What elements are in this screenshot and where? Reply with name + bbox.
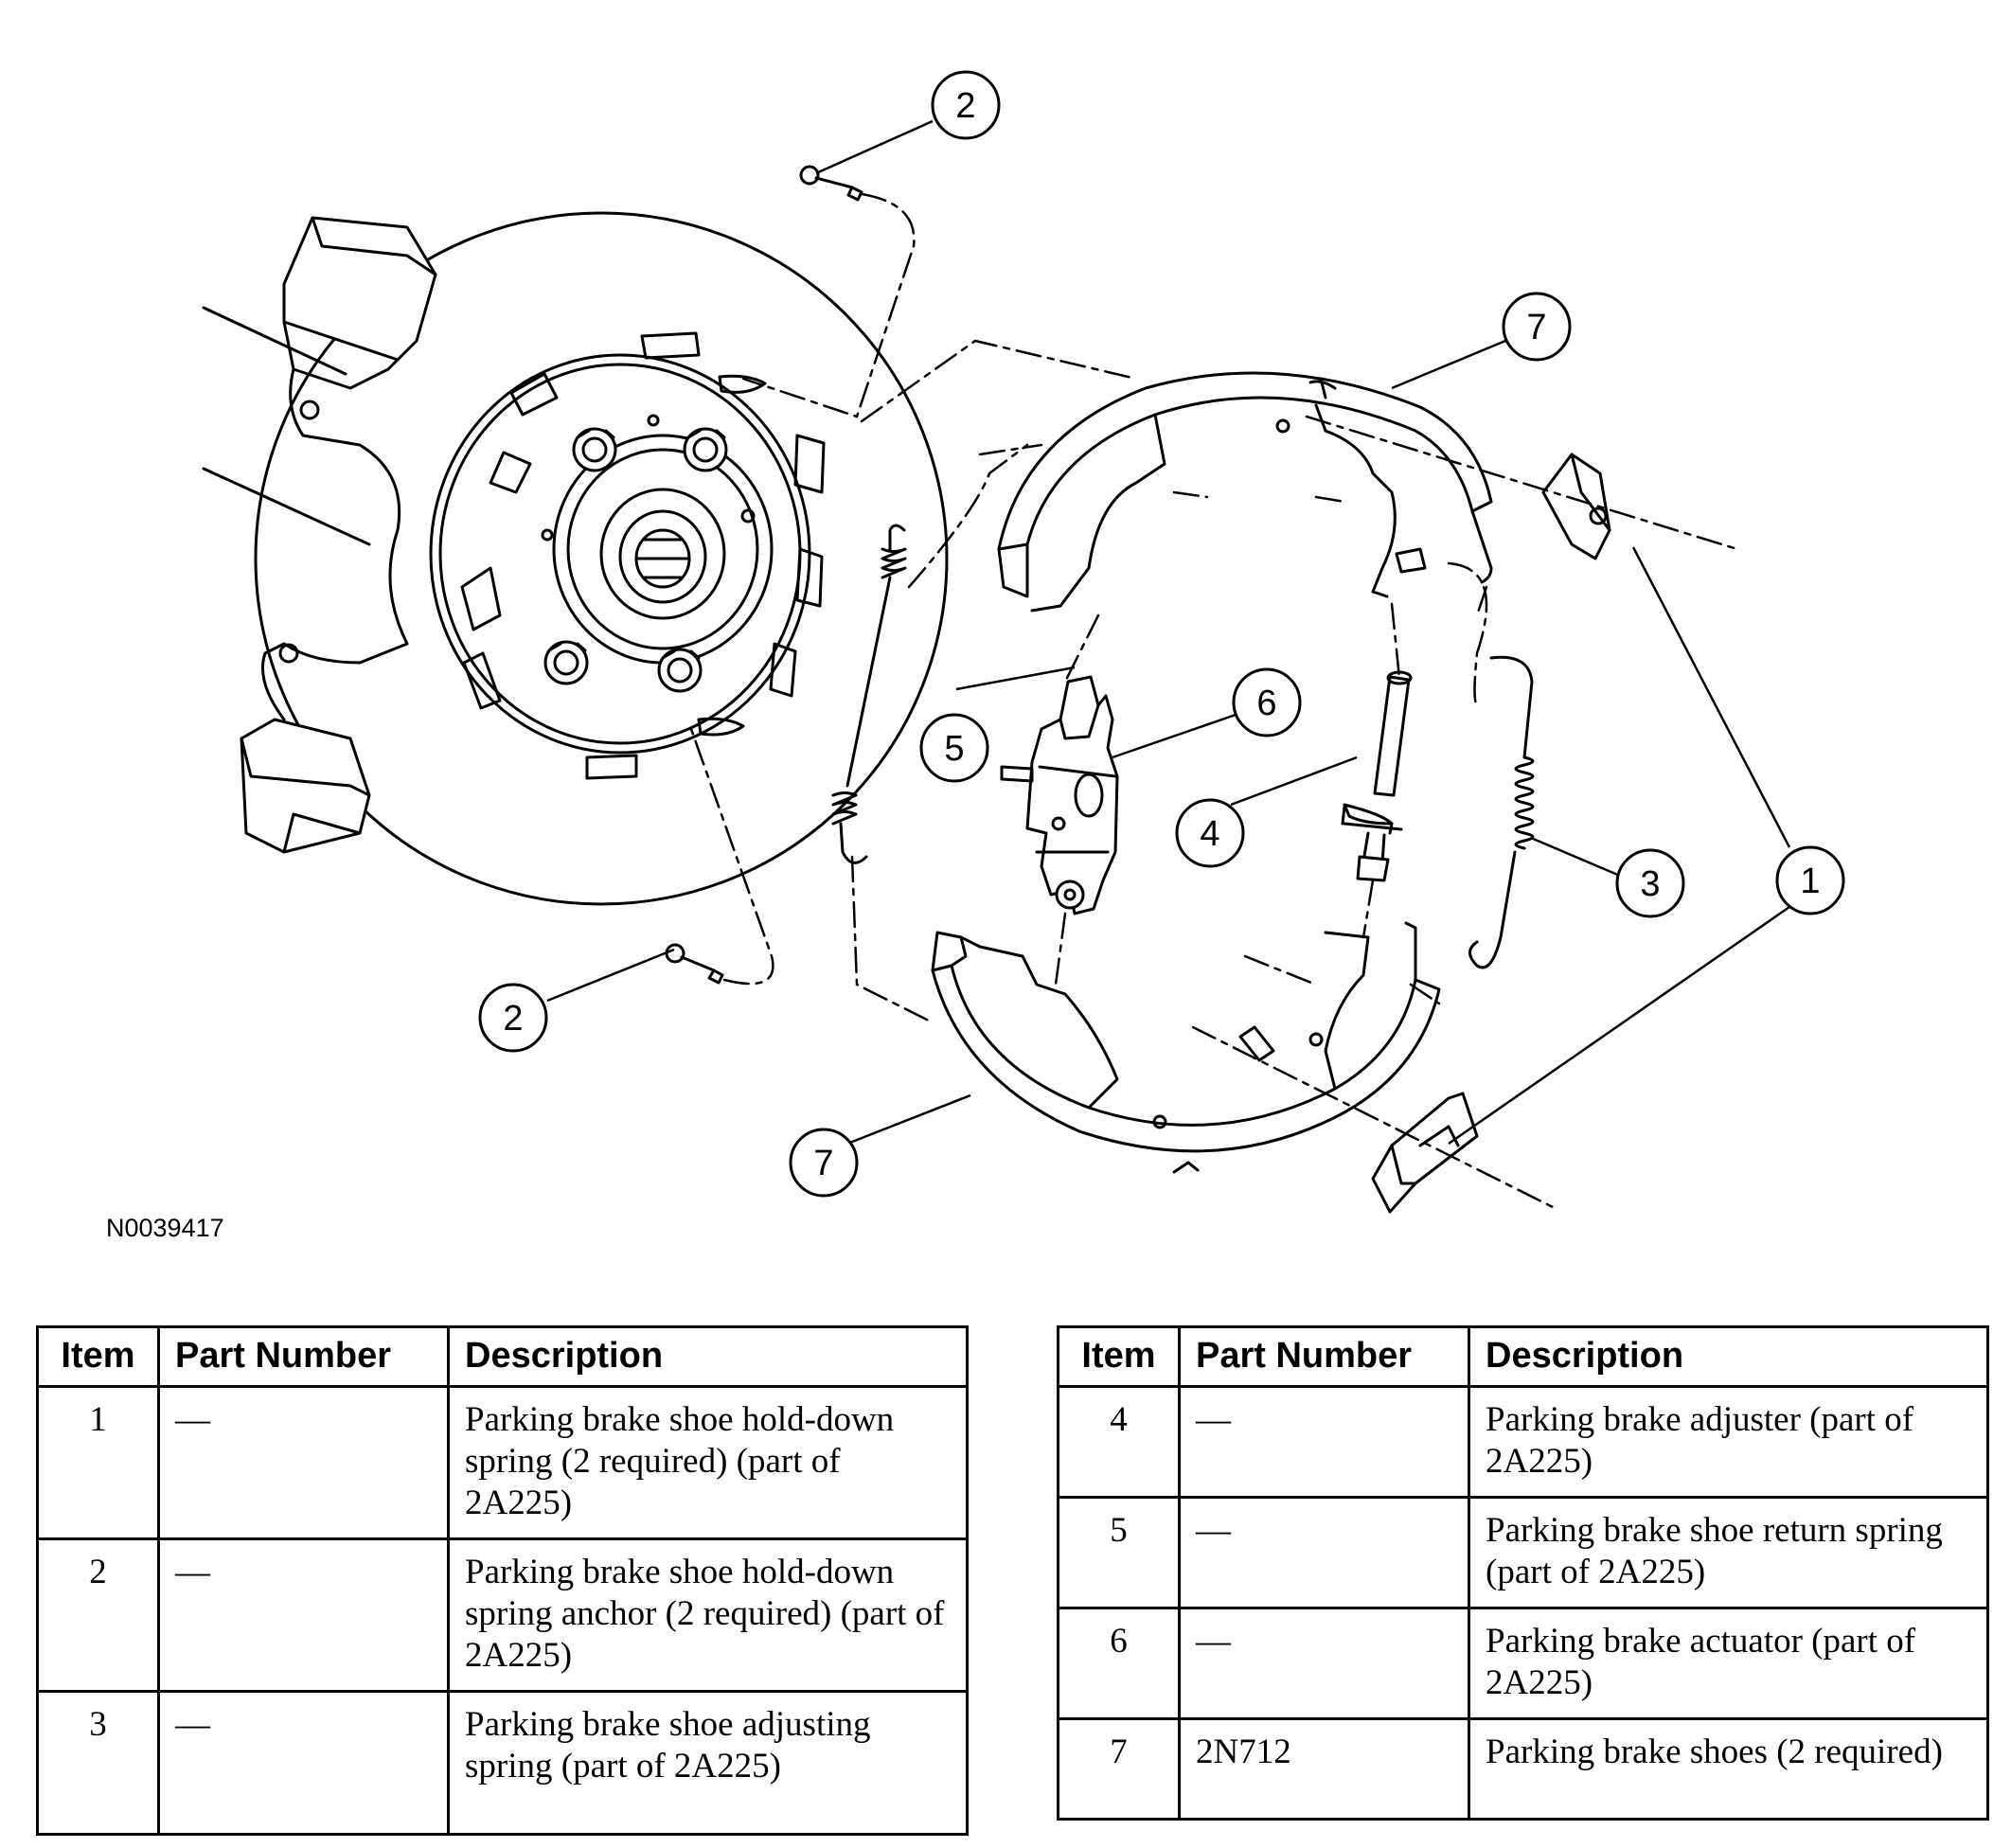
cell-item: 7 [1057,1717,1181,1821]
cell-item: 6 [1057,1607,1181,1720]
hold-down-spring-anchor-bottom [665,943,724,985]
table-row: 6 — Parking brake actuator (part of 2A22… [1057,1607,1989,1720]
table-row: 5 — Parking brake shoe return spring (pa… [1057,1496,1989,1609]
cell-description: Parking brake actuator (part of 2A225) [1468,1607,1989,1720]
table-header-row: Item Part Number Description [1057,1325,1989,1388]
column-header-item: Item [36,1325,160,1388]
cell-item: 2 [36,1537,160,1693]
cell-part-number: — [157,1690,450,1836]
column-header-part-number: Part Number [1178,1325,1470,1388]
table-row: 4 — Parking brake adjuster (part of 2A22… [1057,1385,1989,1499]
parts-table-left: Item Part Number Description 1 — Parking… [36,1325,969,1836]
svg-text:4: 4 [1200,814,1219,854]
exploded-view-diagram: 2 7 6 5 4 3 1 2 7 1 [202,70,1845,1214]
callout-bubble-1: 1 [1775,845,1845,915]
callout-bubble-7-bottom: 7 [789,1128,859,1198]
steering-knuckle [202,216,437,854]
backing-plate-slots [460,331,826,780]
cell-description: Parking brake shoes (2 required) [1468,1717,1989,1821]
column-header-item: Item [1057,1325,1181,1388]
callout-bubble-2-top: 2 [931,70,1001,140]
column-header-part-number: Part Number [157,1325,450,1388]
table-row: 1 — Parking brake shoe hold-down spring … [36,1385,969,1540]
callout-bubble-6: 6 [1232,667,1302,737]
parking-brake-shoe-lower [931,921,1441,1174]
cell-part-number: — [1178,1385,1470,1499]
cell-part-number: — [1178,1607,1470,1720]
svg-text:5: 5 [944,729,964,769]
cell-part-number: — [1178,1496,1470,1609]
svg-text:2: 2 [503,999,523,1039]
parking-brake-actuator [1000,675,1119,915]
table-row: 3 — Parking brake shoe adjusting spring … [36,1690,969,1836]
cell-description: Parking brake shoe hold-down spring anch… [447,1537,969,1693]
cell-part-number: 2N712 [1178,1717,1470,1821]
table-header-row: Item Part Number Description [36,1325,969,1388]
cell-item: 4 [1057,1385,1181,1499]
cell-description: Parking brake shoe hold-down spring (2 r… [447,1385,969,1540]
cell-description: Parking brake shoe return spring (part o… [1468,1496,1989,1609]
svg-text:3: 3 [1640,864,1660,904]
column-header-description: Description [1468,1325,1989,1388]
parking-brake-adjuster [1341,670,1413,882]
svg-text:6: 6 [1256,684,1276,723]
callout-bubble-7-top: 7 [1502,292,1572,362]
cell-description: Parking brake adjuster (part of 2A225) [1468,1385,1989,1499]
hold-down-spring-upper [1541,453,1611,560]
callout-bubble-2-bottom: 2 [478,983,548,1053]
parking-brake-shoe-adjusting-spring [1468,655,1535,969]
cell-item: 3 [36,1690,160,1836]
callout-bubble-3: 3 [1615,848,1685,918]
cell-part-number: — [157,1385,450,1540]
parts-table-right: Item Part Number Description 4 — Parking… [1057,1325,1989,1821]
wheel-studs [541,414,756,693]
cell-item: 1 [36,1385,160,1540]
cell-item: 5 [1057,1496,1181,1609]
callout-bubble-4: 4 [1175,798,1245,868]
cell-part-number: — [157,1537,450,1693]
callout-bubble-5: 5 [919,713,989,783]
svg-text:2: 2 [955,86,975,126]
table-row: 7 2N712 Parking brake shoes (2 required) [1057,1717,1989,1821]
svg-text:7: 7 [813,1144,833,1183]
parking-brake-shoe-upper [997,371,1493,613]
svg-text:7: 7 [1526,308,1546,347]
svg-text:1: 1 [1800,862,1820,901]
cell-description: Parking brake shoe adjusting spring (par… [447,1690,969,1836]
table-row: 2 — Parking brake shoe hold-down spring … [36,1537,969,1693]
column-header-description: Description [447,1325,969,1388]
hold-down-pin-slots [697,374,767,737]
hold-down-spring-anchor-top [799,165,863,202]
figure-id: N0039417 [106,1214,224,1242]
parking-brake-shoe-return-spring [831,524,907,864]
hold-down-spring-lower [1371,1092,1479,1214]
